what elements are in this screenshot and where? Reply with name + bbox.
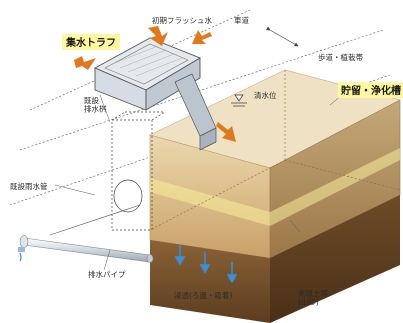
drain-pipe-label: 排水パイプ xyxy=(88,269,126,279)
roadway-arrow xyxy=(265,26,299,47)
collection-trough-label-bg xyxy=(62,34,120,50)
storage-label-bg xyxy=(338,82,403,98)
flow-arrow-top xyxy=(148,26,168,46)
first-flush-label: 初期フラッシュ水 xyxy=(152,15,212,25)
infiltration-arrows xyxy=(174,244,238,284)
clear-water-level-label: 清水位 xyxy=(254,90,277,100)
soil-side-face xyxy=(270,195,400,323)
water-level-band xyxy=(150,148,400,226)
infiltration-label: 浸透(ろ過・吸着) xyxy=(174,290,232,300)
fill-soil-label: 充填土壌(山砂) xyxy=(298,288,328,307)
water-level-marker xyxy=(231,94,247,107)
collection-trough xyxy=(93,37,217,151)
sidewalk-planting-label: 歩道・植栽帯 xyxy=(318,52,363,62)
flow-arrow-chute xyxy=(216,122,236,142)
flow-arrow-right xyxy=(192,30,212,44)
existing-rain-pipe-label: 既設雨水管 xyxy=(10,181,48,191)
storage-purification-label: 貯留・浄化槽 xyxy=(341,84,401,97)
existing-catch-basin-label: 既設排水桝 xyxy=(84,95,107,114)
roadway-label: 車道 xyxy=(234,15,249,25)
first-flush-arrows xyxy=(74,26,236,142)
flow-arrow-left xyxy=(74,56,96,70)
existing-catch-basin xyxy=(111,111,166,231)
collection-trough-label: 集水トラフ xyxy=(65,36,116,49)
drain-pipe xyxy=(18,235,154,263)
